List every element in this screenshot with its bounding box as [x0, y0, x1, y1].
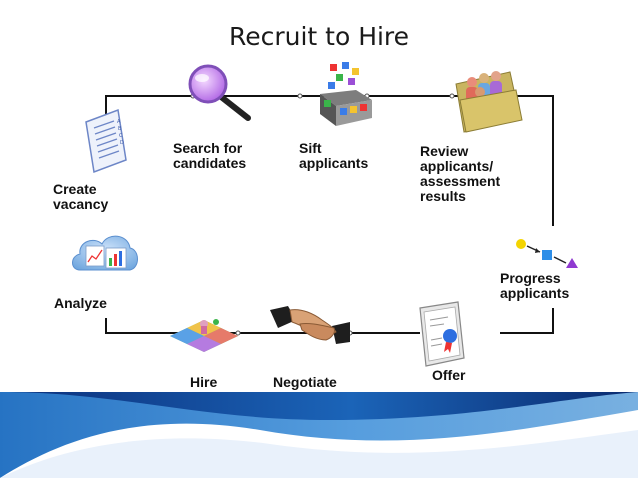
chart-cloud-icon	[72, 235, 138, 271]
label-hire: Hire	[190, 374, 218, 390]
connector-top	[105, 95, 530, 120]
connector-right-bottom	[500, 308, 554, 334]
process-flow-icon	[516, 239, 578, 268]
puzzle-icon	[170, 319, 238, 352]
certificate-icon	[419, 301, 465, 367]
sift-blocks-icon	[320, 62, 372, 126]
connector-right-top	[530, 95, 554, 226]
label-negotiate: Negotiate	[273, 374, 337, 390]
label-analyze: Analyze	[54, 295, 107, 311]
label-review-applicants: Review applicants/ assessment results	[420, 143, 501, 204]
svg-text:A: A	[117, 119, 121, 125]
svg-text:B: B	[118, 126, 122, 132]
label-progress-applicants: Progress applicants	[500, 270, 570, 301]
magnifier-icon	[188, 64, 251, 121]
label-create-vacancy: Create vacancy	[53, 181, 109, 212]
svg-text:D: D	[120, 140, 124, 146]
label-search-candidates: Search for candidates	[173, 140, 247, 171]
diagram-title: Recruit to Hire	[228, 22, 410, 51]
handshake-icon	[270, 306, 350, 344]
svg-text:C: C	[119, 133, 123, 139]
label-sift-applicants: Sift applicants	[299, 140, 369, 171]
label-offer: Offer	[432, 367, 466, 383]
folder-people-icon	[455, 71, 523, 133]
